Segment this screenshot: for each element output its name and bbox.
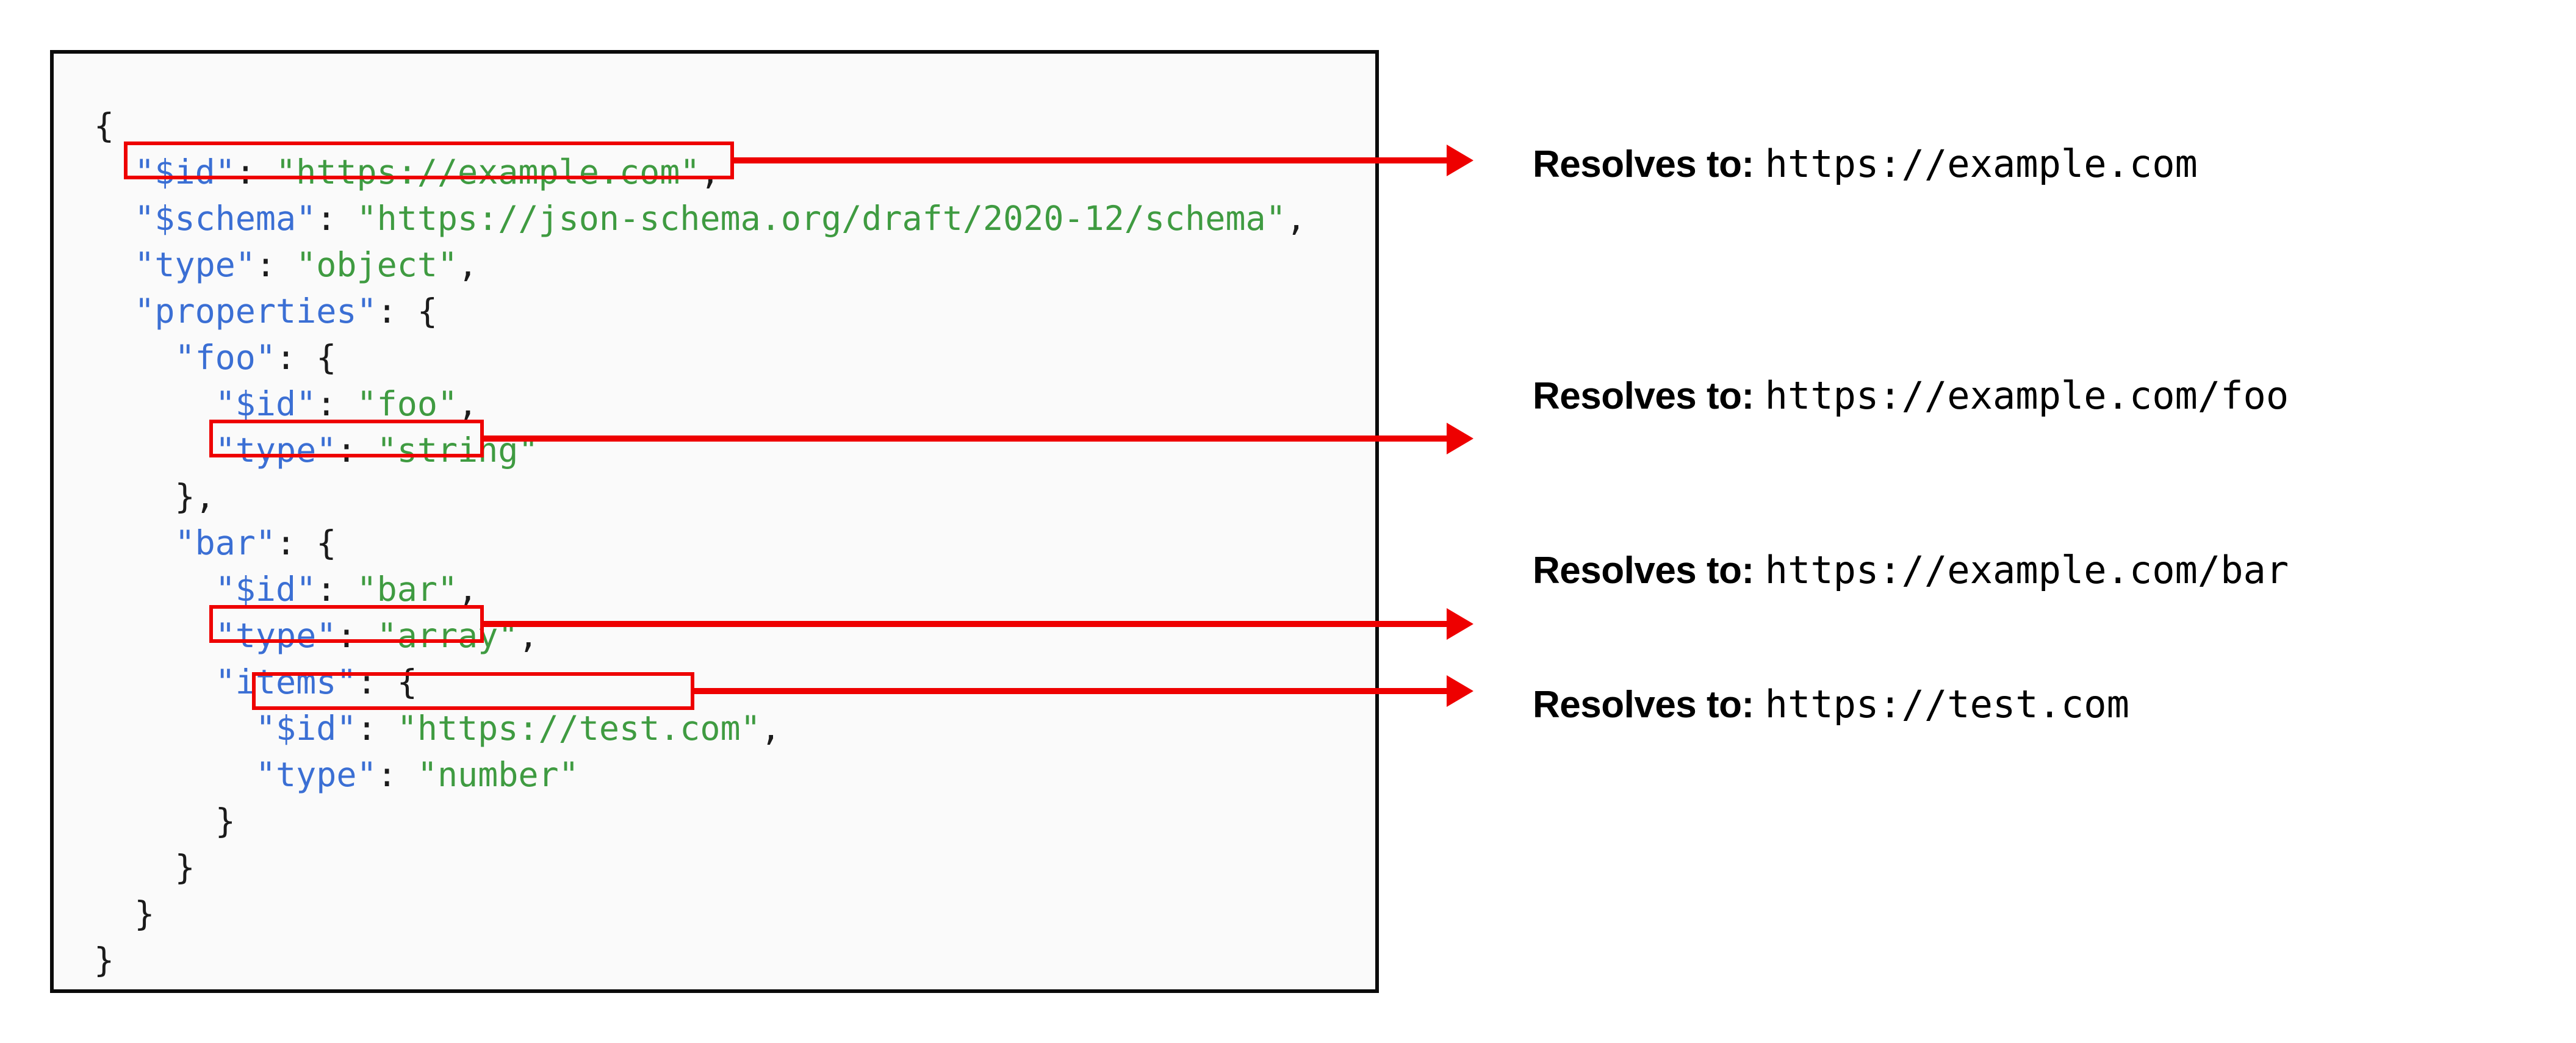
code-line: "type": "string" xyxy=(94,427,1306,473)
code-token-punct: , xyxy=(700,152,721,192)
code-token-str: "string" xyxy=(376,431,539,470)
code-token-punct: : xyxy=(316,384,357,423)
resolution-bar-url: https://example.com/bar xyxy=(1765,548,2289,592)
arrow-items-stub xyxy=(691,672,694,691)
code-token-punct: } xyxy=(94,941,115,980)
code-token-key: "foo" xyxy=(174,338,276,377)
code-token-punct: , xyxy=(518,616,539,655)
code-token-punct: : xyxy=(356,709,397,748)
code-line: "foo": { xyxy=(94,334,1306,381)
code-line: { xyxy=(94,102,1306,149)
code-token-punct: : { xyxy=(356,662,417,701)
code-token-punct: , xyxy=(760,709,781,748)
code-token-str: "array" xyxy=(376,616,519,655)
code-token-punct: : { xyxy=(276,523,337,562)
code-line: "type": "array", xyxy=(94,612,1306,659)
code-line: "bar": { xyxy=(94,520,1306,566)
code-token-key: "type" xyxy=(255,755,377,794)
resolution-bar-label: Resolves to: xyxy=(1533,550,1754,592)
code-line: } xyxy=(94,844,1306,891)
code-token-key: "type" xyxy=(215,616,337,655)
code-token-str: "foo" xyxy=(356,384,458,423)
resolution-foo-url: https://example.com/foo xyxy=(1765,373,2289,418)
resolution-foo-label: Resolves to: xyxy=(1533,375,1754,417)
code-line: "$id": "https://test.com", xyxy=(94,705,1306,751)
code-token-key: "$schema" xyxy=(134,199,317,238)
arrow-root-head-icon xyxy=(1447,145,1473,176)
code-line: } xyxy=(94,937,1306,983)
code-line: } xyxy=(94,891,1306,937)
code-token-key: "$id" xyxy=(134,152,236,192)
code-line: }, xyxy=(94,473,1306,520)
resolution-foo: Resolves to: https://example.com/foo xyxy=(1533,373,2289,418)
code-token-punct: : xyxy=(255,245,297,284)
code-token-punct: } xyxy=(134,894,155,933)
code-line: "$schema": "https://json-schema.org/draf… xyxy=(94,195,1306,242)
arrow-foo-stub xyxy=(480,420,484,439)
arrow-root-stub xyxy=(730,142,734,160)
code-token-key: "$id" xyxy=(255,709,357,748)
code-token-key: "type" xyxy=(134,245,256,284)
code-line: "properties": { xyxy=(94,288,1306,334)
code-token-key: "properties" xyxy=(134,292,377,331)
code-token-punct: , xyxy=(458,570,478,609)
code-line: } xyxy=(94,798,1306,844)
resolution-bar: Resolves to: https://example.com/bar xyxy=(1533,548,2289,592)
code-line: "$id": "bar", xyxy=(94,566,1306,612)
arrow-foo-head-icon xyxy=(1447,423,1473,454)
code-token-str: "https://json-schema.org/draft/2020-12/s… xyxy=(356,199,1286,238)
code-token-key: "bar" xyxy=(174,523,276,562)
code-token-str: "https://test.com" xyxy=(397,709,761,748)
code-token-punct: : xyxy=(336,431,377,470)
code-line: "type": "object", xyxy=(94,242,1306,288)
code-token-punct: , xyxy=(1286,199,1306,238)
code-token-punct: : xyxy=(376,755,417,794)
code-token-punct: : xyxy=(316,570,357,609)
code-token-str: "bar" xyxy=(356,570,458,609)
code-line: "type": "number" xyxy=(94,751,1306,798)
resolution-items-label: Resolves to: xyxy=(1533,684,1754,726)
code-line: "$id": "https://example.com", xyxy=(94,149,1306,195)
code-token-key: "$id" xyxy=(215,384,317,423)
code-line: "items": { xyxy=(94,659,1306,705)
resolution-root-url: https://example.com xyxy=(1765,142,2198,186)
code-token-str: "object" xyxy=(296,245,458,284)
code-token-punct: , xyxy=(458,384,478,423)
resolution-root: Resolves to: https://example.com xyxy=(1533,142,2198,186)
resolution-root-label: Resolves to: xyxy=(1533,143,1754,185)
resolution-items-url: https://test.com xyxy=(1765,682,2129,726)
code-token-key: "type" xyxy=(215,431,337,470)
code-line: "$id": "foo", xyxy=(94,381,1306,427)
code-token-punct: }, xyxy=(174,477,215,516)
code-token-punct: : xyxy=(336,616,377,655)
code-token-punct: , xyxy=(458,245,478,284)
arrow-bar-stub xyxy=(480,605,484,624)
arrow-items-head-icon xyxy=(1447,675,1473,707)
code-token-punct: : xyxy=(235,152,276,192)
resolution-items: Resolves to: https://test.com xyxy=(1533,682,2129,726)
arrow-bar-head-icon xyxy=(1447,608,1473,640)
code-token-str: "number" xyxy=(417,755,579,794)
code-listing: { "$id": "https://example.com", "$schema… xyxy=(94,102,1306,983)
code-token-punct: } xyxy=(174,848,195,887)
code-token-punct: { xyxy=(94,106,115,145)
code-token-punct: : { xyxy=(376,292,437,331)
code-token-key: "items" xyxy=(215,662,357,701)
code-token-punct: : { xyxy=(276,338,337,377)
code-token-punct: : xyxy=(316,199,357,238)
code-token-punct: } xyxy=(215,801,236,840)
code-token-str: "https://example.com" xyxy=(276,152,700,192)
json-schema-code-block: { "$id": "https://example.com", "$schema… xyxy=(50,50,1379,993)
code-token-key: "$id" xyxy=(215,570,317,609)
